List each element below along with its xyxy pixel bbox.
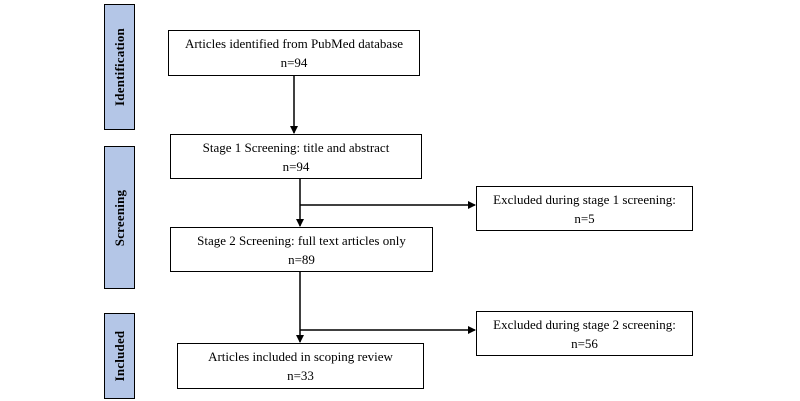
- stage1-text: Stage 1 Screening: title and abstract: [202, 139, 390, 155]
- excluded1-text: Excluded during stage 1 screening:: [493, 191, 676, 207]
- stage-identification-label: Identification: [111, 28, 127, 106]
- stage2-count: n=89: [288, 251, 315, 267]
- stage-included: Included: [104, 313, 135, 399]
- excluded2-box: Excluded during stage 2 screening: n=56: [476, 311, 693, 356]
- included-count: n=33: [287, 368, 314, 383]
- stage-identification: Identification: [104, 4, 135, 130]
- excluded2-count: n=56: [571, 335, 598, 351]
- identified-text: Articles identified from PubMed database: [184, 36, 404, 51]
- stage2-text: Stage 2 Screening: full text articles on…: [197, 232, 406, 248]
- identified-box: Articles identified from PubMed database…: [168, 30, 420, 76]
- stage-included-label: Included: [111, 330, 127, 382]
- included-text: Articles included in scoping review: [208, 349, 393, 364]
- included-box: Articles included in scoping review n=33: [177, 343, 424, 389]
- excluded1-box: Excluded during stage 1 screening: n=5: [476, 186, 693, 231]
- stage2-box: Stage 2 Screening: full text articles on…: [170, 227, 433, 272]
- excluded1-count: n=5: [574, 210, 595, 226]
- stage1-box: Stage 1 Screening: title and abstract n=…: [170, 134, 422, 179]
- excluded2-text: Excluded during stage 2 screening:: [493, 316, 676, 332]
- stage-screening-label: Screening: [111, 189, 127, 246]
- identified-count: n=94: [280, 55, 308, 70]
- stage-screening: Screening: [104, 146, 135, 289]
- stage1-count: n=94: [282, 158, 310, 174]
